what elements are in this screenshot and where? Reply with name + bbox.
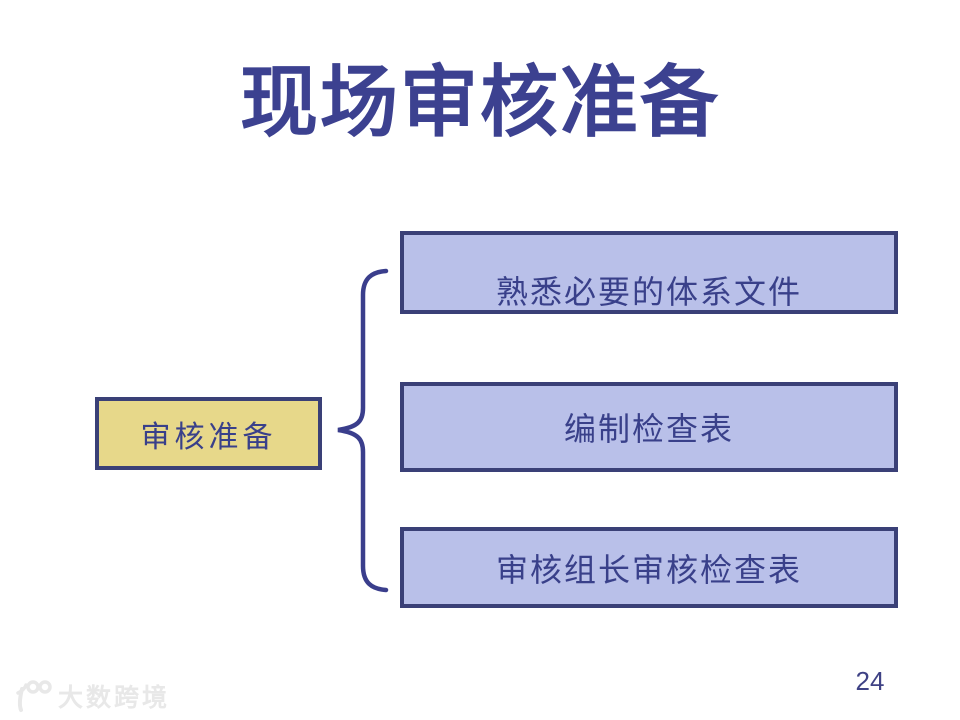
node-familiarize-system-documents: 熟悉必要的体系文件 [400,231,898,314]
node-label: 审核组长审核检查表 [495,551,802,588]
node-team-leader-review-checklist: 审核组长审核检查表 [400,527,898,608]
slide-title: 现场审核准备 [239,58,720,146]
page-number: 24 [855,666,885,696]
node-prepare-checklist: 编制检查表 [400,382,898,472]
node-audit-preparation: 审核准备 [95,397,322,470]
node-label: 审核准备 [140,420,277,454]
node-label: 熟悉必要的体系文件 [495,273,802,310]
node-label: 编制检查表 [563,411,734,447]
watermark-logo-icon [16,680,52,712]
watermark: 大数跨境 [14,678,170,714]
curly-brace-icon [337,268,389,593]
watermark-label: 大数跨境 [58,684,171,712]
